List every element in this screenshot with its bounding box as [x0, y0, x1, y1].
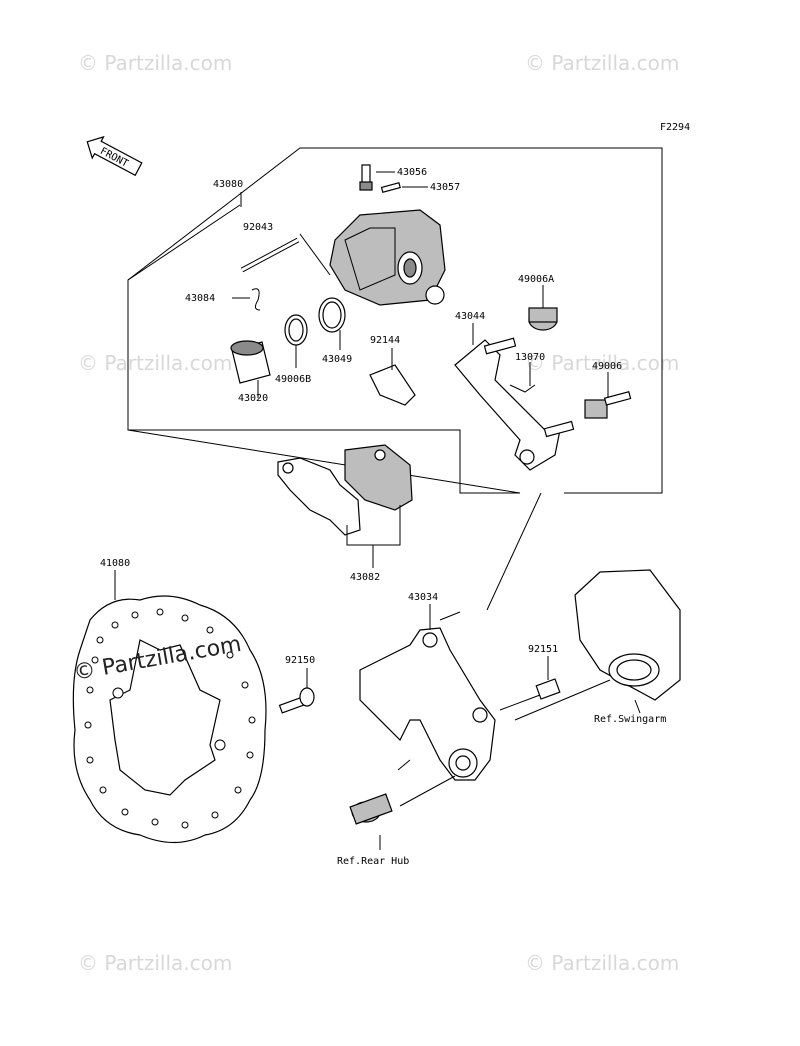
watermark-top-left: © Partzilla.com [78, 51, 232, 75]
watermark-top-right: © Partzilla.com [525, 51, 679, 75]
pad-shim [509, 384, 536, 393]
swingarm-end [574, 569, 681, 701]
holder-bolt [535, 678, 561, 700]
front-arrow-icon: FRONT [86, 135, 143, 177]
caliper-piston [230, 340, 271, 384]
label-92150: 92150 [285, 655, 315, 666]
pin-clip [251, 288, 261, 311]
label-43082: 43082 [350, 572, 380, 583]
watermark-bottom-left: © Partzilla.com [78, 951, 232, 975]
label-49006B: 49006B [275, 374, 311, 385]
caliper-assembly-frame [127, 204, 520, 494]
label-92144: 92144 [370, 335, 400, 346]
caliper-pin [240, 237, 300, 273]
brake-pads [277, 444, 413, 536]
label-92043: 92043 [243, 222, 273, 233]
watermark-layer: © Partzilla.com © Partzilla.com © Partzi… [78, 51, 679, 975]
label-41080: 41080 [100, 558, 130, 569]
ref-rear-hub: Ref.Rear Hub [337, 856, 409, 867]
label-43044: 43044 [455, 311, 485, 322]
label-49006: 49006 [592, 361, 622, 372]
caliper-bracket [454, 337, 575, 471]
label-43084: 43084 [185, 293, 215, 304]
caliper-holder [359, 627, 496, 781]
label-43020: 43020 [238, 393, 268, 404]
diagram-code: F2294 [660, 122, 690, 133]
label-43034: 43034 [408, 592, 438, 603]
brake-caliper-body [329, 209, 446, 306]
bleeder-valve [359, 164, 373, 191]
caliper-frame-outline [127, 147, 663, 494]
bleeder-cap [380, 182, 401, 193]
brake-disc [72, 595, 267, 844]
watermark-mid-right: © Partzilla.com [525, 351, 679, 375]
label-43056: 43056 [397, 167, 427, 178]
watermark-mid-left: © Partzilla.com [78, 351, 232, 375]
disc-bolt [278, 687, 315, 714]
pin-boot-a [528, 307, 558, 331]
hub-collar [349, 793, 393, 825]
label-43049: 43049 [322, 354, 352, 365]
pad-spring [369, 364, 416, 406]
label-49006A: 49006A [518, 274, 554, 285]
label-92151: 92151 [528, 644, 558, 655]
label-43080: 43080 [213, 179, 243, 190]
pin-boot [584, 391, 632, 419]
label-13070: 13070 [515, 352, 545, 363]
ref-swingarm: Ref.Swingarm [594, 714, 666, 725]
assembly-leader [486, 492, 542, 611]
label-43057: 43057 [430, 182, 460, 193]
watermark-bottom-right: © Partzilla.com [525, 951, 679, 975]
